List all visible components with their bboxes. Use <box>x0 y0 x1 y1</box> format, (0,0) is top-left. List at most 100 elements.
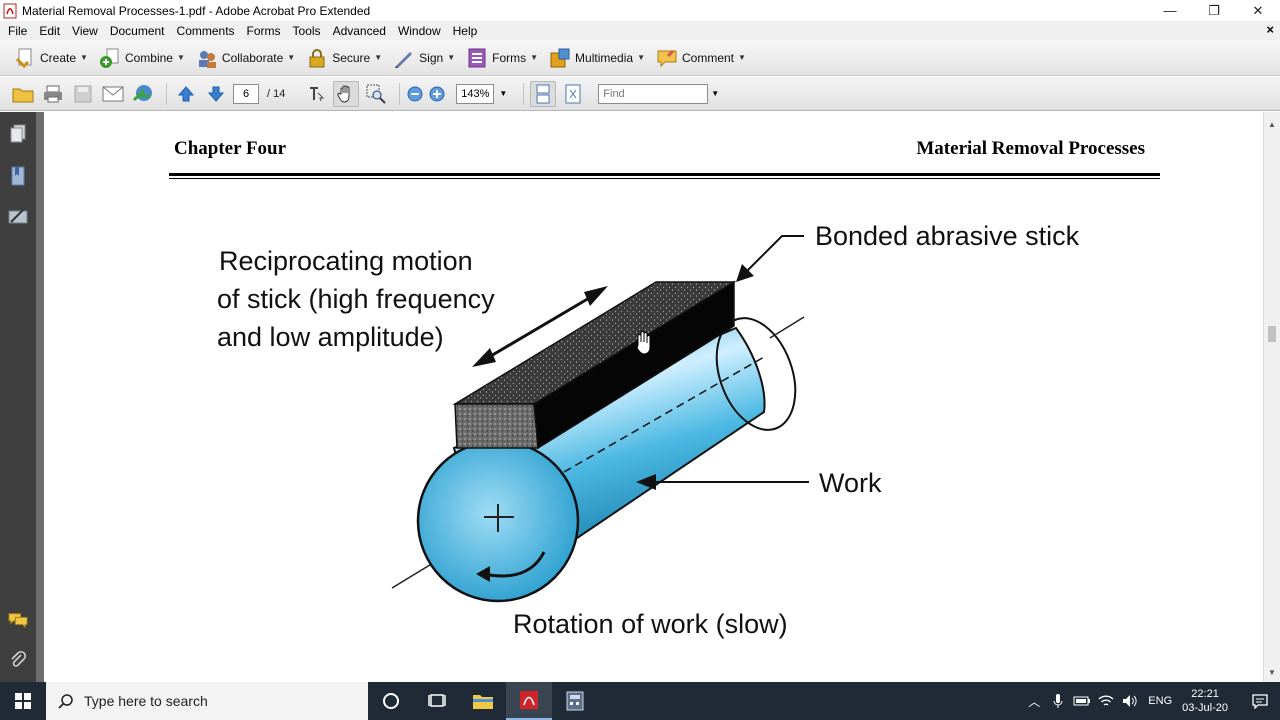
marquee-zoom-button[interactable] <box>363 81 389 107</box>
page-total: / 14 <box>267 87 286 100</box>
zoom-out-button[interactable] <box>406 81 424 107</box>
work-cylinder-far-end <box>715 317 797 431</box>
forms-button[interactable]: Forms▼ <box>460 43 543 73</box>
header-rule-thin <box>169 178 1160 179</box>
menu-file[interactable]: File <box>8 23 28 38</box>
comments-panel-button[interactable] <box>8 610 28 630</box>
hand-icon <box>337 85 350 103</box>
save-disk-icon <box>74 85 92 102</box>
bookmarks-panel-button[interactable] <box>8 166 28 186</box>
restore-button[interactable]: ❐ <box>1208 2 1220 18</box>
fit-page-icon <box>565 84 581 103</box>
toolbar-separator <box>166 82 167 105</box>
menu-document[interactable]: Document <box>109 23 165 38</box>
printer-icon <box>44 85 62 102</box>
windows-taskbar: Type here to search ︿ ENG 22:21 03-Jul-2… <box>0 682 1280 720</box>
close-document-button[interactable]: × <box>1266 22 1274 37</box>
open-folder-button[interactable] <box>10 81 36 107</box>
page-number-input[interactable]: 6 <box>233 83 259 104</box>
email-button[interactable] <box>100 81 126 107</box>
menu-forms[interactable]: Forms <box>246 23 281 38</box>
menu-comments[interactable]: Comments <box>176 23 235 38</box>
label-work: Work <box>819 468 882 498</box>
find-input[interactable]: Find <box>598 83 709 104</box>
input-language[interactable]: ENG <box>1148 695 1173 707</box>
print-button[interactable] <box>40 81 66 107</box>
arrow-down-icon <box>207 86 225 102</box>
scroll-thumb[interactable] <box>1268 326 1276 342</box>
cortana-ring-icon <box>383 693 399 709</box>
sign-button[interactable]: Sign▼ <box>387 43 460 73</box>
collaborate-button[interactable]: Collaborate▼ <box>190 43 300 73</box>
volume-icon[interactable] <box>1118 682 1142 720</box>
label-reciprocating-line-3: and low amplitude) <box>217 322 444 352</box>
secure-button[interactable]: Secure▼ <box>300 43 387 73</box>
signatures-panel-button[interactable] <box>8 206 28 226</box>
menu-help[interactable]: Help <box>452 23 478 38</box>
attachments-panel-button[interactable] <box>8 650 28 670</box>
zoom-level-input[interactable]: 143% <box>456 83 495 104</box>
menu-advanced[interactable]: Advanced <box>332 23 386 38</box>
scrolling-mode-button[interactable] <box>530 80 557 107</box>
paperclip-icon <box>11 650 27 667</box>
task-view-button[interactable] <box>414 682 460 720</box>
previous-page-button[interactable] <box>173 81 199 107</box>
toolbar-separator <box>399 82 401 105</box>
combine-label: Combine <box>124 50 173 65</box>
share-button[interactable] <box>130 81 156 107</box>
fit-page-button[interactable] <box>560 81 586 107</box>
combine-button[interactable]: Combine▼ <box>93 43 190 73</box>
comment-button[interactable]: Comment▼ <box>650 43 751 73</box>
label-reciprocating-line-1: Reciprocating motion <box>219 246 473 276</box>
rotation-arrow <box>483 551 546 578</box>
multimedia-label: Multimedia <box>575 50 634 65</box>
create-button[interactable]: Create▼ <box>8 43 93 73</box>
vertical-scrollbar[interactable]: ▲ ▼ <box>1263 112 1280 682</box>
scroll-up-icon[interactable]: ▲ <box>1268 120 1276 129</box>
next-page-button[interactable] <box>203 81 229 107</box>
folder-icon <box>473 695 493 709</box>
menu-bar: File Edit View Document Comments Forms T… <box>0 21 1280 40</box>
find-options-icon[interactable]: ▼ <box>711 89 720 98</box>
globe-icon <box>132 84 152 101</box>
minimize-button[interactable]: — <box>1163 3 1177 18</box>
save-button[interactable] <box>70 81 96 107</box>
label-reciprocating-line-2: of stick (high frequency <box>217 284 495 314</box>
menu-window[interactable]: Window <box>397 23 441 38</box>
file-explorer-button[interactable] <box>460 682 506 720</box>
select-tool-button[interactable] <box>303 81 329 107</box>
microphone-icon[interactable] <box>1046 682 1070 720</box>
system-clock[interactable]: 22:21 03-Jul-20 <box>1182 687 1228 715</box>
menu-view[interactable]: View <box>72 23 98 38</box>
chevron-down-icon: ▼ <box>287 53 296 62</box>
app-taskbar-button[interactable] <box>552 682 598 720</box>
task-view-icon <box>428 694 446 707</box>
acrobat-icon <box>520 691 538 709</box>
close-window-button[interactable]: ✕ <box>1252 2 1264 18</box>
acrobat-taskbar-button[interactable] <box>506 682 552 720</box>
combine-icon <box>98 46 122 70</box>
taskbar-search[interactable]: Type here to search <box>46 682 368 720</box>
work-leader-arrowhead <box>636 474 656 490</box>
zoom-dropdown-icon[interactable]: ▼ <box>499 89 508 98</box>
multimedia-button[interactable]: Multimedia▼ <box>543 43 650 73</box>
wifi-icon[interactable] <box>1094 682 1118 720</box>
start-button[interactable] <box>0 682 46 720</box>
honing-figure <box>391 235 809 603</box>
page-header-title: Material Removal Processes <box>916 138 1145 159</box>
chevron-up-icon[interactable]: ︿ <box>1028 694 1041 709</box>
bookmark-icon <box>11 166 25 186</box>
battery-icon[interactable] <box>1070 682 1094 720</box>
scroll-down-icon[interactable]: ▼ <box>1268 668 1276 677</box>
speech-bubbles-icon <box>8 613 28 629</box>
pages-panel-button[interactable] <box>8 124 28 144</box>
notification-center-button[interactable] <box>1240 682 1280 720</box>
menu-edit[interactable]: Edit <box>39 23 61 38</box>
cortana-button[interactable] <box>368 682 414 720</box>
document-page: Chapter Four Material Removal Processes <box>44 112 1263 682</box>
hand-tool-button[interactable] <box>333 80 360 107</box>
pen-icon <box>392 46 416 70</box>
zoom-in-icon <box>429 86 445 101</box>
zoom-in-button[interactable] <box>428 81 446 107</box>
menu-tools[interactable]: Tools <box>292 23 321 38</box>
